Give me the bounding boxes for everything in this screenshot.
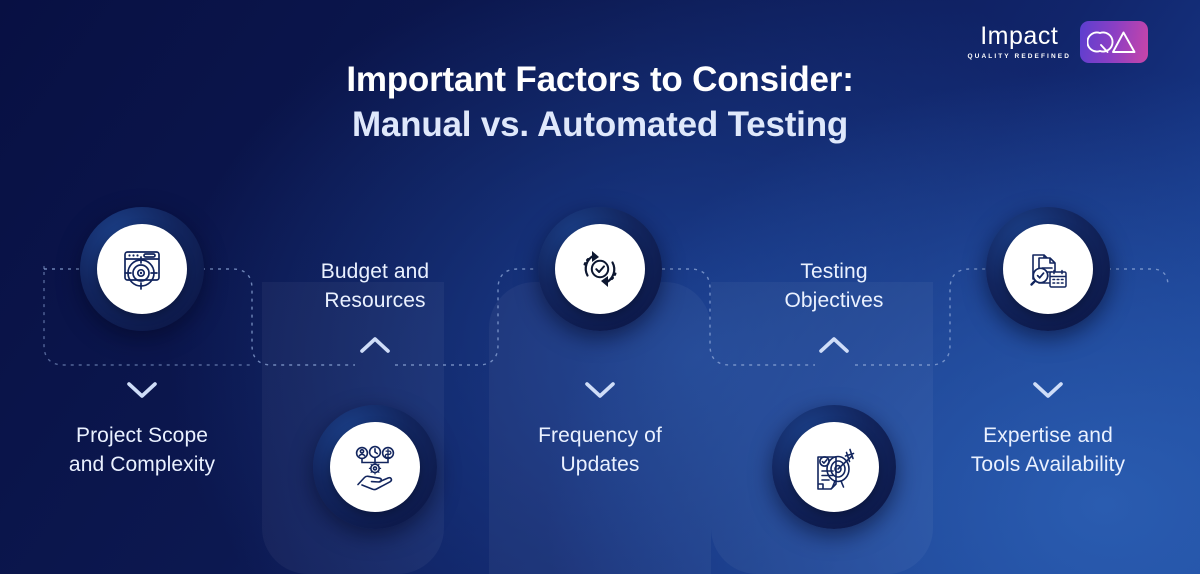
documents-magnifier-calendar-icon [1003,224,1093,314]
step-label-line-2: Resources [324,288,426,312]
step-label-line-1: Budget and [320,260,430,283]
step-label-line-1: Frequency of [538,424,662,447]
step-label-line-1: Testing [800,260,868,283]
chevron-up-icon-testing-objectives [819,337,849,353]
step-label-testing-objectives: Testing Objectives [704,258,964,316]
step-icon-frequency-updates[interactable] [538,207,662,331]
step-icon-budget-resources[interactable] [313,405,437,529]
step-icon-expertise-tools[interactable] [986,207,1110,331]
browser-target-icon [97,224,187,314]
hand-gear-resources-icon [330,422,420,512]
step-icon-project-scope[interactable] [80,207,204,331]
logo-tagline: QUALITY REDEFINED [967,52,1071,60]
step-icon-testing-objectives[interactable] [772,405,896,529]
logo-wordmark: Impact [980,21,1059,50]
step-label-budget-resources: Budget and Resources [245,258,505,316]
step-label-frequency-updates: Frequency of Updates [470,422,730,480]
chevron-down-icon-project-scope [127,382,157,398]
chevron-down-icon-frequency-updates [585,382,615,398]
page-title-line-2: Manual vs. Automated Testing [351,104,849,144]
step-label-line-2: and Complexity [68,452,216,476]
chevron-up-icon-budget-resources [360,337,390,353]
step-label-line-1: Expertise and [983,424,1113,447]
step-label-line-2: Objectives [784,288,884,312]
step-label-line-2: Updates [560,452,640,476]
chevron-down-icon-expertise-tools [1033,382,1063,398]
step-label-expertise-tools: Expertise and Tools Availability [918,422,1178,480]
step-label-line-1: Project Scope [75,424,209,447]
step-label-project-scope: Project Scope and Complexity [12,422,272,480]
brand-logo: Impact QUALITY REDEFINED [968,21,1148,63]
step-label-line-2: Tools Availability [970,452,1126,476]
page-title: Important Factors to Consider: Manual vs… [0,58,1200,148]
refresh-check-icon [555,224,645,314]
logo-wordmark-group: Impact QUALITY REDEFINED [967,21,1071,61]
page-title-line-1: Important Factors to Consider: [346,60,854,99]
logo-qa-badge [1080,21,1148,63]
clipboard-target-arrow-icon [789,422,879,512]
